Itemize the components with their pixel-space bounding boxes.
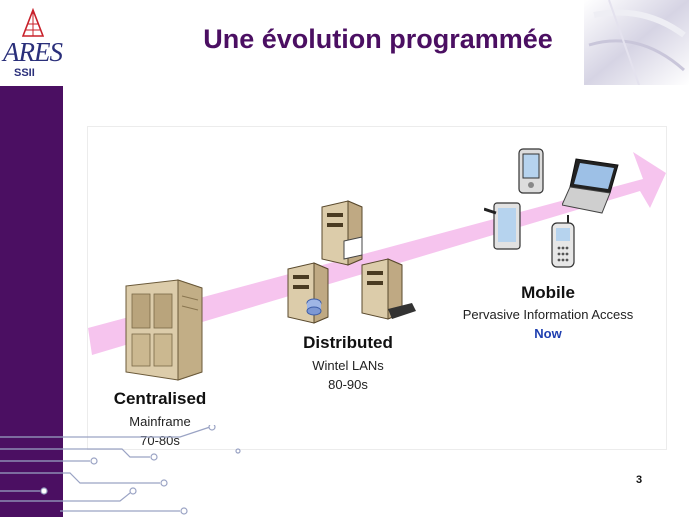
stage-centralised-detail: Mainframe [129,414,191,429]
evolution-diagram: Centralised Mainframe 70-80s Distributed… [87,126,667,450]
evolution-arrow [88,152,666,355]
slide-title: Une évolution programmée [203,24,553,54]
server-icon [287,262,329,324]
page-number: 3 [636,474,643,486]
decorative-circuit-lines [0,425,241,515]
logo-word: ARES [3,37,63,67]
pda-icon [518,148,544,194]
decorative-corner-image [584,0,689,85]
stage-distributed-detail: Wintel LANs [312,358,384,373]
logo-sub: SSII [14,67,35,79]
server-icon [321,200,363,266]
logo-mark-icon [22,8,44,37]
stage-mobile-name: Mobile [521,283,575,302]
sidebar-band [0,0,63,517]
stage-centralised-name: Centralised [113,389,207,408]
phone-icon [551,215,575,268]
tablet-icon [484,202,521,250]
stage-mobile-detail: Pervasive Information Access [462,307,634,322]
laptop-icon [562,158,619,214]
server-icon [361,258,416,320]
logo: ARES SSII [0,0,63,86]
mainframe-server-icon [125,279,203,381]
stage-distributed-period: 80-90s [328,377,368,392]
stage-mobile-period: Now [534,326,562,341]
stage-distributed-name: Distributed [303,333,393,352]
